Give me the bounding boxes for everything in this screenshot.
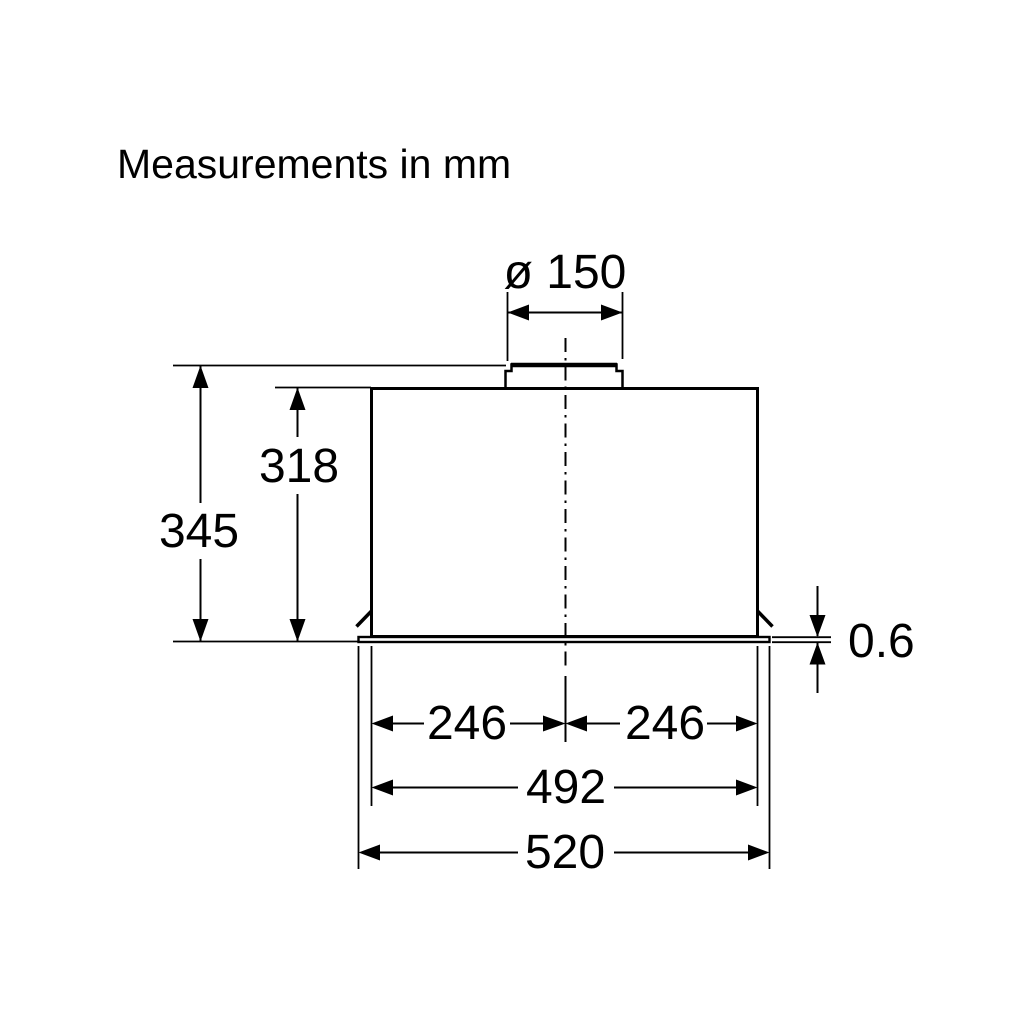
- duct-diameter-label: ø 150: [504, 246, 627, 299]
- dim-inner-width: 492: [371, 761, 758, 814]
- dim-body-height: 318: [259, 386, 371, 642]
- arrow-left-icon: [507, 304, 529, 321]
- inner-width-label: 492: [526, 761, 606, 814]
- bottom-flange: [357, 635, 771, 644]
- arrow-down-icon: [192, 619, 209, 642]
- left-corner-tick: [355, 609, 373, 628]
- arrow-right-icon: [736, 779, 758, 796]
- total-height-label: 345: [159, 505, 239, 558]
- arrow-right-icon: [543, 715, 566, 732]
- arrow-right-icon: [748, 844, 770, 861]
- dim-duct-diameter: ø 150: [504, 246, 627, 361]
- arrow-left-icon: [565, 715, 587, 732]
- dim-outer-width: 520: [358, 826, 770, 879]
- bottom-extension-lines: [357, 646, 771, 869]
- arrow-down-icon: [289, 619, 306, 642]
- arrow-left-icon: [358, 844, 380, 861]
- diagram-title: Measurements in mm: [117, 141, 511, 187]
- body-height-label: 318: [259, 440, 339, 493]
- arrow-up-icon: [289, 387, 306, 410]
- arrow-up-icon: [809, 642, 826, 665]
- flange-thickness-label: 0.6: [848, 615, 915, 668]
- dim-left-half-width: 246: [371, 697, 566, 750]
- arrow-right-icon: [736, 715, 758, 732]
- left-half-width-label: 246: [427, 697, 507, 750]
- outer-width-label: 520: [525, 826, 605, 879]
- arrow-left-icon: [371, 715, 393, 732]
- arrow-up-icon: [192, 365, 209, 388]
- arrow-down-icon: [809, 615, 826, 637]
- arrow-left-icon: [371, 779, 393, 796]
- dim-flange-thickness: 0.6: [772, 586, 915, 693]
- duct-collar: [504, 363, 624, 388]
- right-corner-tick: [756, 609, 774, 628]
- dim-right-half-width: 246: [565, 697, 758, 750]
- right-half-width-label: 246: [625, 697, 705, 750]
- arrow-right-icon: [601, 304, 623, 321]
- dim-total-height: 345: [159, 364, 506, 643]
